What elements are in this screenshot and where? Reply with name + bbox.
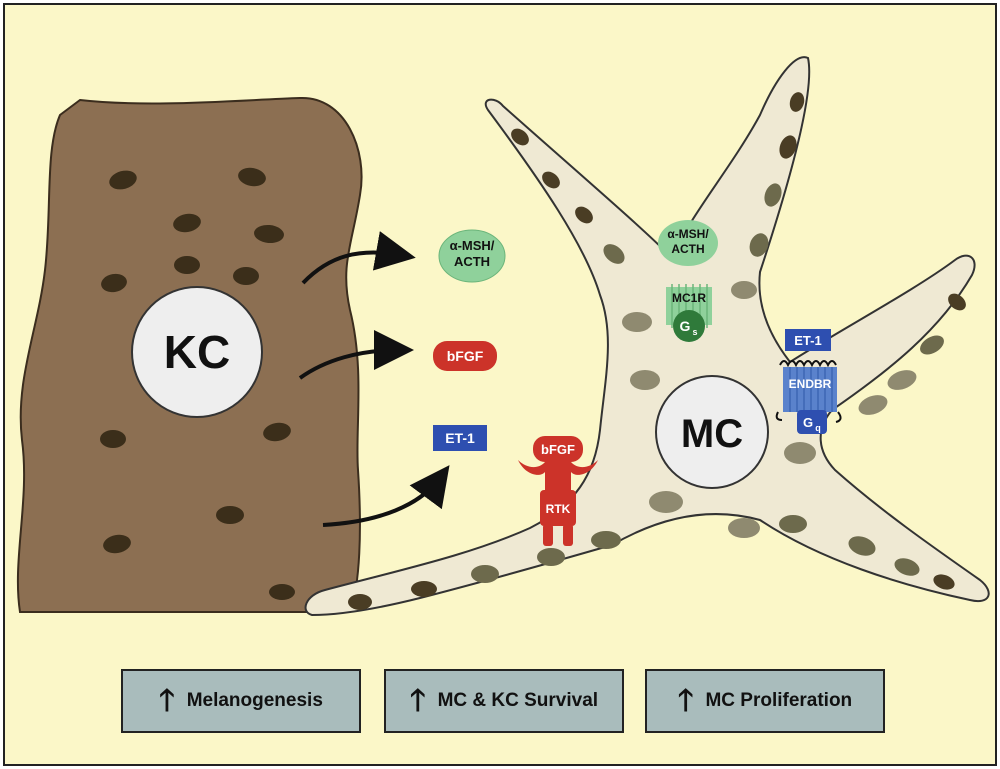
- melanosome: [920, 335, 944, 355]
- melanosome: [591, 531, 621, 549]
- rtk-tail-left: [543, 524, 553, 546]
- secreted-et1: [433, 425, 487, 451]
- up-arrow-icon: 🡑: [159, 684, 175, 717]
- gq-protein: [797, 410, 827, 434]
- endbr-label: ENDBR: [789, 377, 832, 391]
- rtk-receptor: bFGF RTK: [518, 436, 598, 546]
- secretion-arrow-bfgf: [298, 330, 414, 380]
- melanosome: [511, 128, 529, 146]
- melanosome: [933, 574, 955, 590]
- secreted-bfgf-label: bFGF: [447, 348, 484, 364]
- keratinocyte-nucleus: [131, 286, 263, 418]
- up-arrow-icon: 🡑: [677, 684, 694, 717]
- gs-protein: [673, 310, 705, 342]
- endbr-ligand: [785, 329, 831, 351]
- outcome-label: Melanogenesis: [186, 690, 323, 711]
- gq-protein-subscript: q: [815, 423, 821, 433]
- melanosome: [948, 293, 966, 311]
- outcome-proliferation: 🡑 MC Proliferation: [645, 669, 885, 733]
- secreted-msh-label-line2: ACTH: [454, 254, 490, 269]
- melanosome: [254, 224, 284, 244]
- rtk-ligand-label: bFGF: [541, 442, 575, 457]
- gs-protein-label: G: [680, 318, 691, 334]
- melanocyte-melanosomes: [348, 92, 966, 610]
- secreted-bfgf: [433, 341, 497, 371]
- outcome-label: MC Proliferation: [705, 690, 853, 711]
- secreted-msh-acth: [438, 229, 506, 283]
- melanosome: [216, 506, 244, 524]
- melanosome: [858, 395, 888, 415]
- melanosome: [789, 92, 805, 112]
- mc1r-ligand-line1: α-MSH/: [667, 227, 709, 241]
- melanosome: [471, 565, 499, 583]
- melanosome: [100, 430, 126, 448]
- melanosome: [101, 273, 127, 293]
- melanosome: [263, 422, 291, 442]
- outcome-label: MC & KC Survival: [437, 690, 599, 711]
- melanosome: [887, 370, 917, 390]
- mc1r-ligand-line2: ACTH: [671, 242, 704, 256]
- secreted-et1-label: ET-1: [445, 430, 475, 446]
- melanosome: [173, 213, 201, 233]
- melanosome: [728, 518, 760, 538]
- secreted-msh-label-line1: α-MSH/: [450, 238, 495, 253]
- melanosome: [348, 594, 372, 610]
- outcome-survival: 🡑 MC & KC Survival: [384, 669, 624, 733]
- melanosome: [103, 534, 131, 554]
- melanosome: [238, 167, 266, 187]
- secretion-arrow-msh: [301, 231, 416, 285]
- endbr-loops-bottom: [775, 411, 842, 423]
- melanosome: [603, 244, 625, 264]
- melanosome: [779, 135, 797, 159]
- mc1r-receptor: α-MSH/ ACTH MC1R G s: [658, 220, 718, 342]
- endbr-loops-top: [779, 360, 837, 368]
- melanosome: [731, 281, 757, 299]
- rtk-body: [540, 490, 576, 526]
- melanosome: [649, 491, 683, 513]
- secretion-arrow-et1: [322, 465, 450, 527]
- mc1r-ligand: [658, 220, 718, 266]
- melanosome: [779, 515, 807, 533]
- keratinocyte-melanosomes: [100, 167, 295, 600]
- gs-protein-subscript: s: [692, 327, 697, 337]
- rtk-ectodomain: [518, 460, 598, 492]
- endbr-body: [783, 367, 837, 412]
- endbr-receptor: ET-1 ENDBR G q: [775, 329, 842, 434]
- melanosome: [174, 256, 200, 274]
- keratinocyte-label: KC: [164, 326, 230, 378]
- melanosome: [749, 233, 769, 257]
- melanosome: [109, 170, 137, 190]
- melanosome: [233, 267, 259, 285]
- melanocyte-label: MC: [681, 412, 743, 456]
- melanosome: [848, 536, 876, 556]
- melanosome: [784, 442, 816, 464]
- melanosome: [630, 370, 660, 390]
- melanosome: [411, 581, 437, 597]
- melanosome: [764, 183, 782, 207]
- gq-protein-label: G: [803, 415, 813, 430]
- endbr-ligand-label: ET-1: [794, 333, 821, 348]
- rtk-tail-right: [563, 524, 573, 546]
- melanosome: [575, 206, 593, 224]
- up-arrow-icon: 🡑: [409, 684, 426, 717]
- melanosome: [894, 558, 920, 576]
- melanocyte-nucleus: [655, 375, 769, 489]
- melanosome: [622, 312, 652, 332]
- mc1r-label: MC1R: [672, 291, 706, 305]
- melanosome: [542, 171, 560, 189]
- rtk-label: RTK: [546, 502, 571, 516]
- rtk-ligand: [533, 436, 583, 462]
- melanosome: [537, 548, 565, 566]
- melanosome: [269, 584, 295, 600]
- outcome-melanogenesis: 🡑 Melanogenesis: [121, 669, 361, 733]
